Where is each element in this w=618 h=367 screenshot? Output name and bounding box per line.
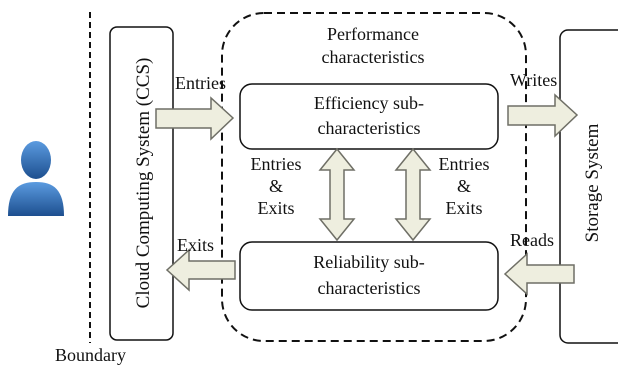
entries-label: Entries [175,73,226,93]
right-exchange-line3: Exits [445,198,482,218]
exchange-arrow-right [394,147,432,242]
efficiency-box [239,83,499,150]
user-silhouette-icon [8,141,64,216]
left-exchange-line1: Entries [251,154,302,174]
reads-label: Reads [510,230,554,250]
entries-arrow [155,96,235,141]
reads-arrow [503,252,575,296]
writes-label: Writes [510,70,557,90]
writes-arrow [507,93,579,138]
left-exchange-line3: Exits [257,198,294,218]
ccs-box [109,26,174,341]
exits-arrow [165,248,236,292]
exits-label: Exits [177,235,214,255]
right-exchange-line2: & [457,176,471,196]
efficiency-line1: Efficiency sub- [314,93,424,113]
reliability-line2: characteristics [318,278,421,298]
left-exchange-line2: & [269,176,283,196]
exchange-arrow-left [318,147,356,242]
reliability-box [239,241,499,311]
efficiency-line2: characteristics [318,118,421,138]
ccs-label: Cloud Computing System (CCS) [133,58,154,309]
boundary-label: Boundary [55,345,126,365]
reliability-line1: Reliability sub- [313,252,425,272]
storage-label: Storage System [582,123,603,242]
performance-title-line1: Performance [327,24,419,44]
performance-container [221,12,527,342]
performance-title-line2: characteristics [322,47,425,67]
right-exchange-line1: Entries [439,154,490,174]
